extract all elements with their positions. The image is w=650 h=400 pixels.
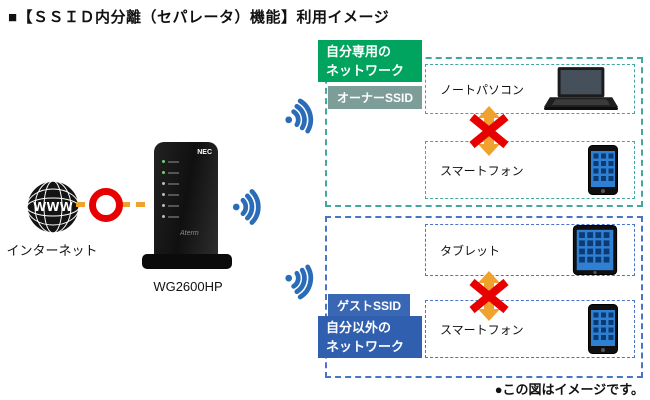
laptop-icon — [544, 66, 618, 110]
smartphone-icon — [588, 145, 618, 195]
tablet-label: タブレット — [440, 243, 501, 258]
owner-device-smartphone: スマートフォン — [425, 141, 635, 199]
globe-www-text: WWW — [33, 200, 73, 214]
footnote: ●この図はイメージです。 — [494, 382, 644, 397]
guest-device-smartphone: スマートフォン — [425, 300, 635, 358]
owner-ssid-label: オーナーSSID — [328, 86, 423, 109]
internet-label: インターネット — [6, 243, 98, 258]
router-body: NEC Aterm — [154, 142, 218, 258]
router-model-label: WG2600HP — [153, 279, 223, 294]
tablet-icon — [572, 225, 618, 275]
wifi-signal-icon — [279, 257, 330, 308]
blocked-arrow-icon — [467, 270, 511, 322]
owner-network-label: 自分専用の ネットワーク — [318, 40, 422, 82]
globe-icon: WWW — [26, 180, 80, 234]
wifi-signal-icon — [279, 91, 330, 142]
router-stand — [142, 254, 232, 269]
smartphone-icon — [588, 304, 618, 354]
router-device: NEC Aterm — [142, 142, 234, 276]
guest-ssid-label: ゲストSSID — [328, 294, 411, 317]
smartphone-label: スマートフォン — [440, 322, 524, 337]
page-title: ■【ＳＳＩＤ内分離（セパレータ）機能】利用イメージ — [8, 9, 390, 26]
blocked-arrow-icon — [467, 105, 511, 157]
guest-device-tablet: タブレット — [425, 224, 635, 276]
guest-network-box: タブレット ゲストSSID スマートフォン — [325, 216, 643, 378]
laptop-label: ノートパソコン — [440, 82, 525, 97]
router-brand-logo: NEC — [197, 149, 212, 156]
smartphone-label: スマートフォン — [440, 163, 524, 178]
prohibition-icon — [89, 188, 123, 222]
owner-network-box: オーナーSSID ノートパソコン スマートフォン — [325, 57, 643, 207]
router-series-logo: Aterm — [180, 230, 199, 237]
internet-globe: WWW — [26, 180, 80, 234]
wifi-signal-icon — [231, 186, 273, 228]
guest-network-label: 自分以外の ネットワーク — [318, 316, 422, 358]
router-led-panel — [162, 156, 179, 222]
owner-device-laptop: ノートパソコン — [425, 64, 635, 114]
